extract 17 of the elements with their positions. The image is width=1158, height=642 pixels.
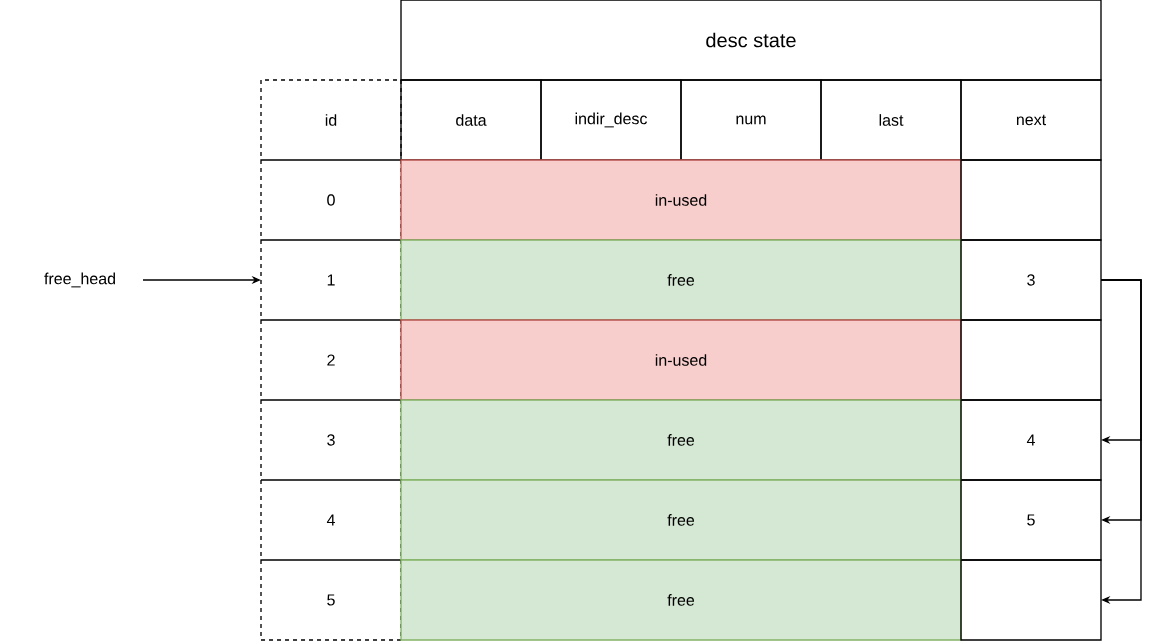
next-cell [960,159,1102,241]
state-cell: in-used [400,319,962,401]
state-cell: free [400,399,962,481]
state-cell: in-used [400,159,962,241]
next-cell: 3 [960,239,1102,321]
header-cell: desc state [400,0,1102,81]
state-cell: free [400,559,962,641]
column-header: next [960,79,1102,161]
pointer-label: free_head [44,272,115,288]
next-cell [960,319,1102,401]
state-cell: free [400,479,962,561]
arrow [1100,279,1142,605]
next-cell: 4 [960,399,1102,481]
next-cell: 5 [960,479,1102,561]
next-cell [960,559,1102,641]
state-cell: free [400,239,962,321]
id-cell: id [260,79,402,161]
